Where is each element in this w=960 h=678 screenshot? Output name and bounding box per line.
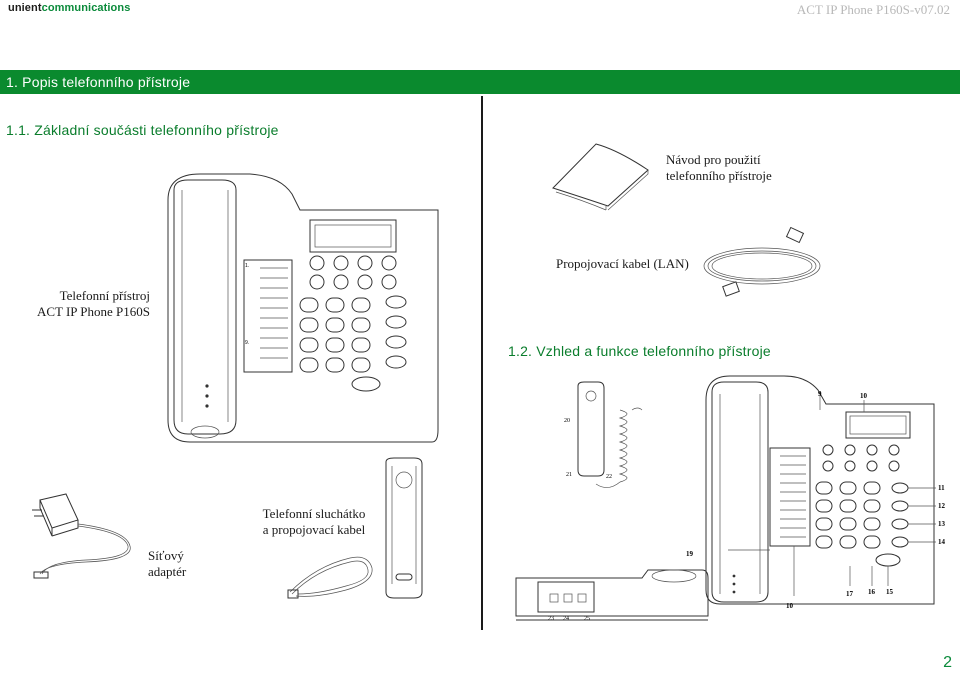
callout-10: 10 bbox=[860, 392, 867, 400]
phone-caption: Telefonní přístroj ACT IP Phone P160S bbox=[30, 288, 150, 320]
document-reference: ACT IP Phone P160S-v07.02 bbox=[796, 2, 950, 17]
section-1-2-title: 1.2. Vzhled a funkce telefonního přístro… bbox=[508, 343, 771, 359]
company-logo: unientcommunications bbox=[8, 2, 130, 14]
callout-11: 11 bbox=[938, 484, 945, 492]
adapter-caption-line1: Síťový bbox=[148, 548, 184, 563]
chapter-heading-band: 1. Popis telefonního přístroje bbox=[0, 70, 960, 94]
manual-caption: Návod pro použití telefonního přístroje bbox=[666, 152, 772, 184]
section-1-1-title: 1.1. Základní součásti telefonního příst… bbox=[6, 122, 279, 138]
callout-24: 24 bbox=[563, 616, 569, 622]
lan-cable-caption: Propojovací kabel (LAN) bbox=[556, 256, 689, 271]
manual-caption-line2: telefonního přístroje bbox=[666, 168, 772, 183]
rear-view-illustration bbox=[515, 569, 709, 621]
logo-part1: unient bbox=[8, 2, 42, 14]
power-adapter-illustration bbox=[32, 493, 131, 579]
column-divider bbox=[481, 96, 483, 630]
detailed-phone-illustration bbox=[705, 375, 936, 605]
handset-coil-illustration bbox=[577, 381, 643, 488]
desk-phone-illustration bbox=[167, 173, 439, 443]
callout-25: 25 bbox=[584, 616, 590, 622]
chapter-title: 1. Popis telefonního přístroje bbox=[6, 74, 191, 90]
phone-caption-line2: ACT IP Phone P160S bbox=[36, 304, 150, 319]
phone-caption-line1: Telefonní přístroj bbox=[59, 288, 150, 303]
handset-caption-line1: Telefonní sluchátko bbox=[262, 506, 366, 521]
manual-caption-line1: Návod pro použití bbox=[666, 152, 761, 167]
callout-17: 17 bbox=[846, 590, 853, 598]
handset-illustration bbox=[385, 457, 423, 599]
callout-16: 16 bbox=[868, 588, 875, 596]
lan-cable-illustration bbox=[703, 226, 821, 297]
left-key-label: 1. bbox=[245, 263, 250, 269]
callout-15: 15 bbox=[886, 588, 893, 596]
handset-cord-illustration bbox=[287, 556, 373, 599]
manual-illustration bbox=[552, 143, 649, 211]
callout-14: 14 bbox=[938, 538, 945, 546]
left-key-label: 9. bbox=[245, 340, 250, 346]
callout-9: 9 bbox=[818, 390, 822, 398]
callout-13: 13 bbox=[938, 520, 945, 528]
logo-part2: communications bbox=[41, 2, 131, 14]
callout-19: 19 bbox=[686, 550, 693, 558]
callout-21: 21 bbox=[566, 472, 572, 478]
callout-side-10: 10 bbox=[786, 602, 793, 610]
callout-23: 23 bbox=[548, 616, 554, 622]
adapter-caption-line2: adaptér bbox=[148, 564, 187, 579]
handset-caption: Telefonní sluchátko a propojovací kabel bbox=[260, 506, 368, 538]
callout-12: 12 bbox=[938, 502, 945, 510]
handset-caption-line2: a propojovací kabel bbox=[262, 522, 366, 537]
adapter-caption: Síťový adaptér bbox=[148, 548, 186, 580]
callout-20: 20 bbox=[564, 418, 570, 424]
page-number: 2 bbox=[943, 654, 952, 671]
callout-22: 22 bbox=[606, 474, 612, 480]
